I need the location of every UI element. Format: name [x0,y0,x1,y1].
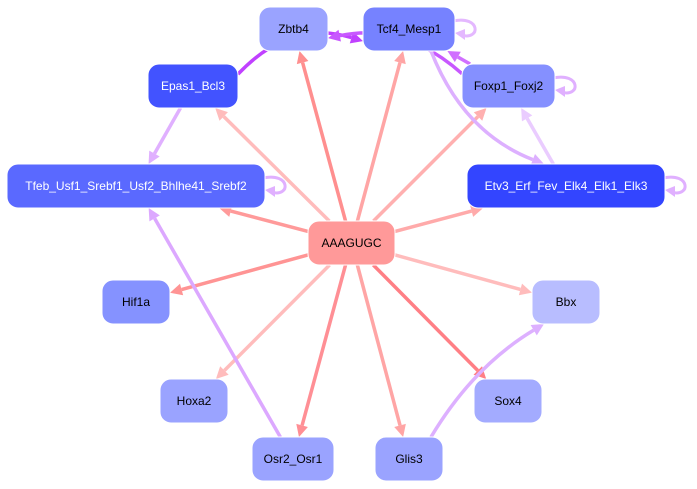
edge-Foxp1_Foxj2-to-Tcf4_Mesp1 [447,51,471,66]
node-foxp1_foxj2[interactable]: Foxp1_Foxj2 [461,63,556,109]
node-label: Etv3_Erf_Fev_Elk4_Elk1_Elk3 [485,179,648,193]
node-label: Hif1a [122,295,150,309]
node-box [258,6,329,52]
node-box [251,436,335,482]
node-etv3[interactable]: Etv3_Erf_Fev_Elk4_Elk1_Elk3 [466,163,666,209]
node-sox4[interactable]: Sox4 [473,378,543,424]
edge-Osr2_Osr1-to-Tfeb [148,208,282,438]
edge-Epas1_Bcl3-to-Tfeb [148,107,182,164]
node-glis3[interactable]: Glis3 [374,436,444,482]
node-box [159,378,229,424]
node-aaagugc[interactable]: AAAGUGC [307,220,396,266]
edge-AAAGUGC-to-Foxp1_Foxj2 [372,108,487,223]
node-bbx[interactable]: Bbx [531,279,601,325]
node-label: Glis3 [395,452,423,466]
edge-AAAGUGC-to-Tfeb [219,205,309,234]
edge-AAAGUGC-to-Hoxa2 [215,263,331,379]
node-box [307,220,396,266]
edge-Tcf4_Mesp1-to-Etv3 [429,50,544,166]
node-box [362,6,456,52]
node-label: Osr2_Osr1 [264,452,323,466]
node-box [473,378,543,424]
node-box [6,163,266,209]
edge-Glis3-to-Bbx [429,324,544,438]
edge-AAAGUGC-to-Hif1a [170,253,309,296]
node-tfeb[interactable]: Tfeb_Usf1_Srebf1_Usf2_Bhlhe41_Srebf2 [6,163,266,209]
edge-AAAGUGC-to-Tcf4_Mesp1 [355,51,406,222]
edge-AAAGUGC-to-Epas1_Bcl3 [215,108,331,223]
node-epas1_bcl3[interactable]: Epas1_Bcl3 [147,63,239,109]
node-zbtb4[interactable]: Zbtb4 [258,6,329,52]
edge-Foxp1_Foxj2-to-Foxp1_Foxj2 [552,75,577,97]
node-hif1a[interactable]: Hif1a [101,279,171,325]
node-osr2_osr1[interactable]: Osr2_Osr1 [251,436,335,482]
edge-Etv3-to-Etv3 [662,175,687,197]
node-label: Hoxa2 [177,394,212,408]
node-label: Zbtb4 [278,22,309,36]
edge-Tfeb-to-Tfeb [262,175,287,197]
node-label: AAAGUGC [321,236,381,250]
edge-Tcf4_Mesp1-to-Tcf4_Mesp1 [452,18,477,40]
edge-Etv3-to-Foxp1_Foxj2 [521,108,555,165]
node-box [461,63,556,109]
edge-AAAGUGC-to-Glis3 [355,264,406,437]
node-label: Tcf4_Mesp1 [377,22,442,36]
node-label: Tfeb_Usf1_Srebf1_Usf2_Bhlhe41_Srebf2 [25,179,247,193]
edge-AAAGUGC-to-Sox4 [372,263,487,379]
node-hoxa2[interactable]: Hoxa2 [159,378,229,424]
node-tcf4_mesp1[interactable]: Tcf4_Mesp1 [362,6,456,52]
edge-AAAGUGC-to-Bbx [394,253,532,296]
node-box [531,279,601,325]
node-box [101,279,171,325]
node-box [374,436,444,482]
node-box [466,163,666,209]
node-label: Foxp1_Foxj2 [474,79,544,93]
node-box [147,63,239,109]
edge-AAAGUGC-to-Zbtb4 [296,51,348,222]
node-label: Epas1_Bcl3 [161,79,225,93]
edge-AAAGUGC-to-Etv3 [394,205,484,234]
node-label: Sox4 [494,394,522,408]
edge-AAAGUGC-to-Osr2_Osr1 [296,264,348,437]
node-label: Bbx [556,295,577,309]
